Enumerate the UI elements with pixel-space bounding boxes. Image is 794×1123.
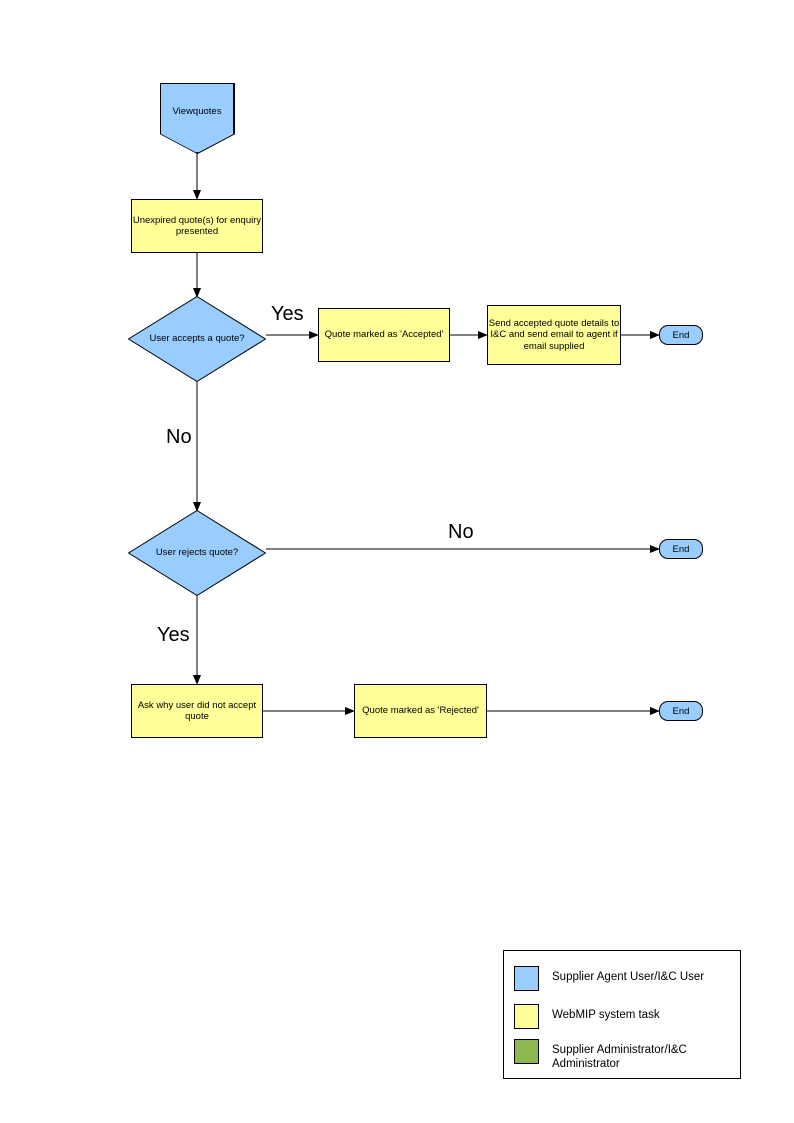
edge-label-rejects-yes: Yes <box>157 624 190 646</box>
edge-label-accepts-yes: Yes <box>271 303 304 325</box>
node-ask-why-label: Ask why user did not accept quote <box>137 699 257 722</box>
node-end-no-reject-label: End <box>672 543 690 555</box>
node-end-accepted[interactable]: End <box>659 325 703 345</box>
node-end-rejected-label: End <box>672 705 690 717</box>
legend-swatch-system-yellow <box>514 1004 539 1029</box>
node-end-accepted-label: End <box>672 329 690 341</box>
node-unexpired-quotes[interactable]: Unexpired quote(s) for enquiry presented <box>131 199 263 253</box>
decision-accepts-shape <box>128 296 266 382</box>
node-unexpired-label: Unexpired quote(s) for enquiry presented <box>132 214 262 237</box>
legend-item-webmip-task: WebMIP system task <box>514 1004 660 1029</box>
legend-label-webmip-task: WebMIP system task <box>552 1009 660 1021</box>
node-send-accepted-details[interactable]: Send accepted quote details to I&C and s… <box>487 305 621 365</box>
node-end-rejected[interactable]: End <box>659 701 703 721</box>
legend-item-supplier-admin: Supplier Administrator/I&C Administrator <box>514 1039 734 1072</box>
node-send-details-label: Send accepted quote details to I&C and s… <box>488 318 620 352</box>
node-marked-rejected-label: Quote marked as 'Rejected' <box>362 705 479 717</box>
legend-box: Supplier Agent User/I&C User WebMIP syst… <box>503 950 741 1079</box>
legend-swatch-admin-green <box>514 1039 539 1064</box>
node-ask-why[interactable]: Ask why user did not accept quote <box>131 684 263 738</box>
node-start-label: Viewquotes <box>172 106 222 117</box>
node-decision-user-rejects[interactable]: User rejects quote? <box>128 510 266 596</box>
node-decision-user-accepts[interactable]: User accepts a quote? <box>128 296 266 382</box>
node-quote-marked-accepted[interactable]: Quote marked as 'Accepted' <box>318 308 450 362</box>
legend-item-supplier-agent: Supplier Agent User/I&C User <box>514 966 704 991</box>
node-marked-accepted-label: Quote marked as 'Accepted' <box>324 329 444 341</box>
decision-rejects-shape <box>128 510 266 596</box>
legend-swatch-actor-blue <box>514 966 539 991</box>
edge-label-accepts-no: No <box>166 426 192 448</box>
node-quote-marked-rejected[interactable]: Quote marked as 'Rejected' <box>354 684 487 738</box>
node-end-no-reject[interactable]: End <box>659 539 703 559</box>
legend-label-supplier-agent: Supplier Agent User/I&C User <box>552 971 705 983</box>
edge-label-rejects-no: No <box>448 521 474 543</box>
legend-label-supplier-admin: Supplier Administrator/I&C Administrator <box>552 1044 687 1071</box>
